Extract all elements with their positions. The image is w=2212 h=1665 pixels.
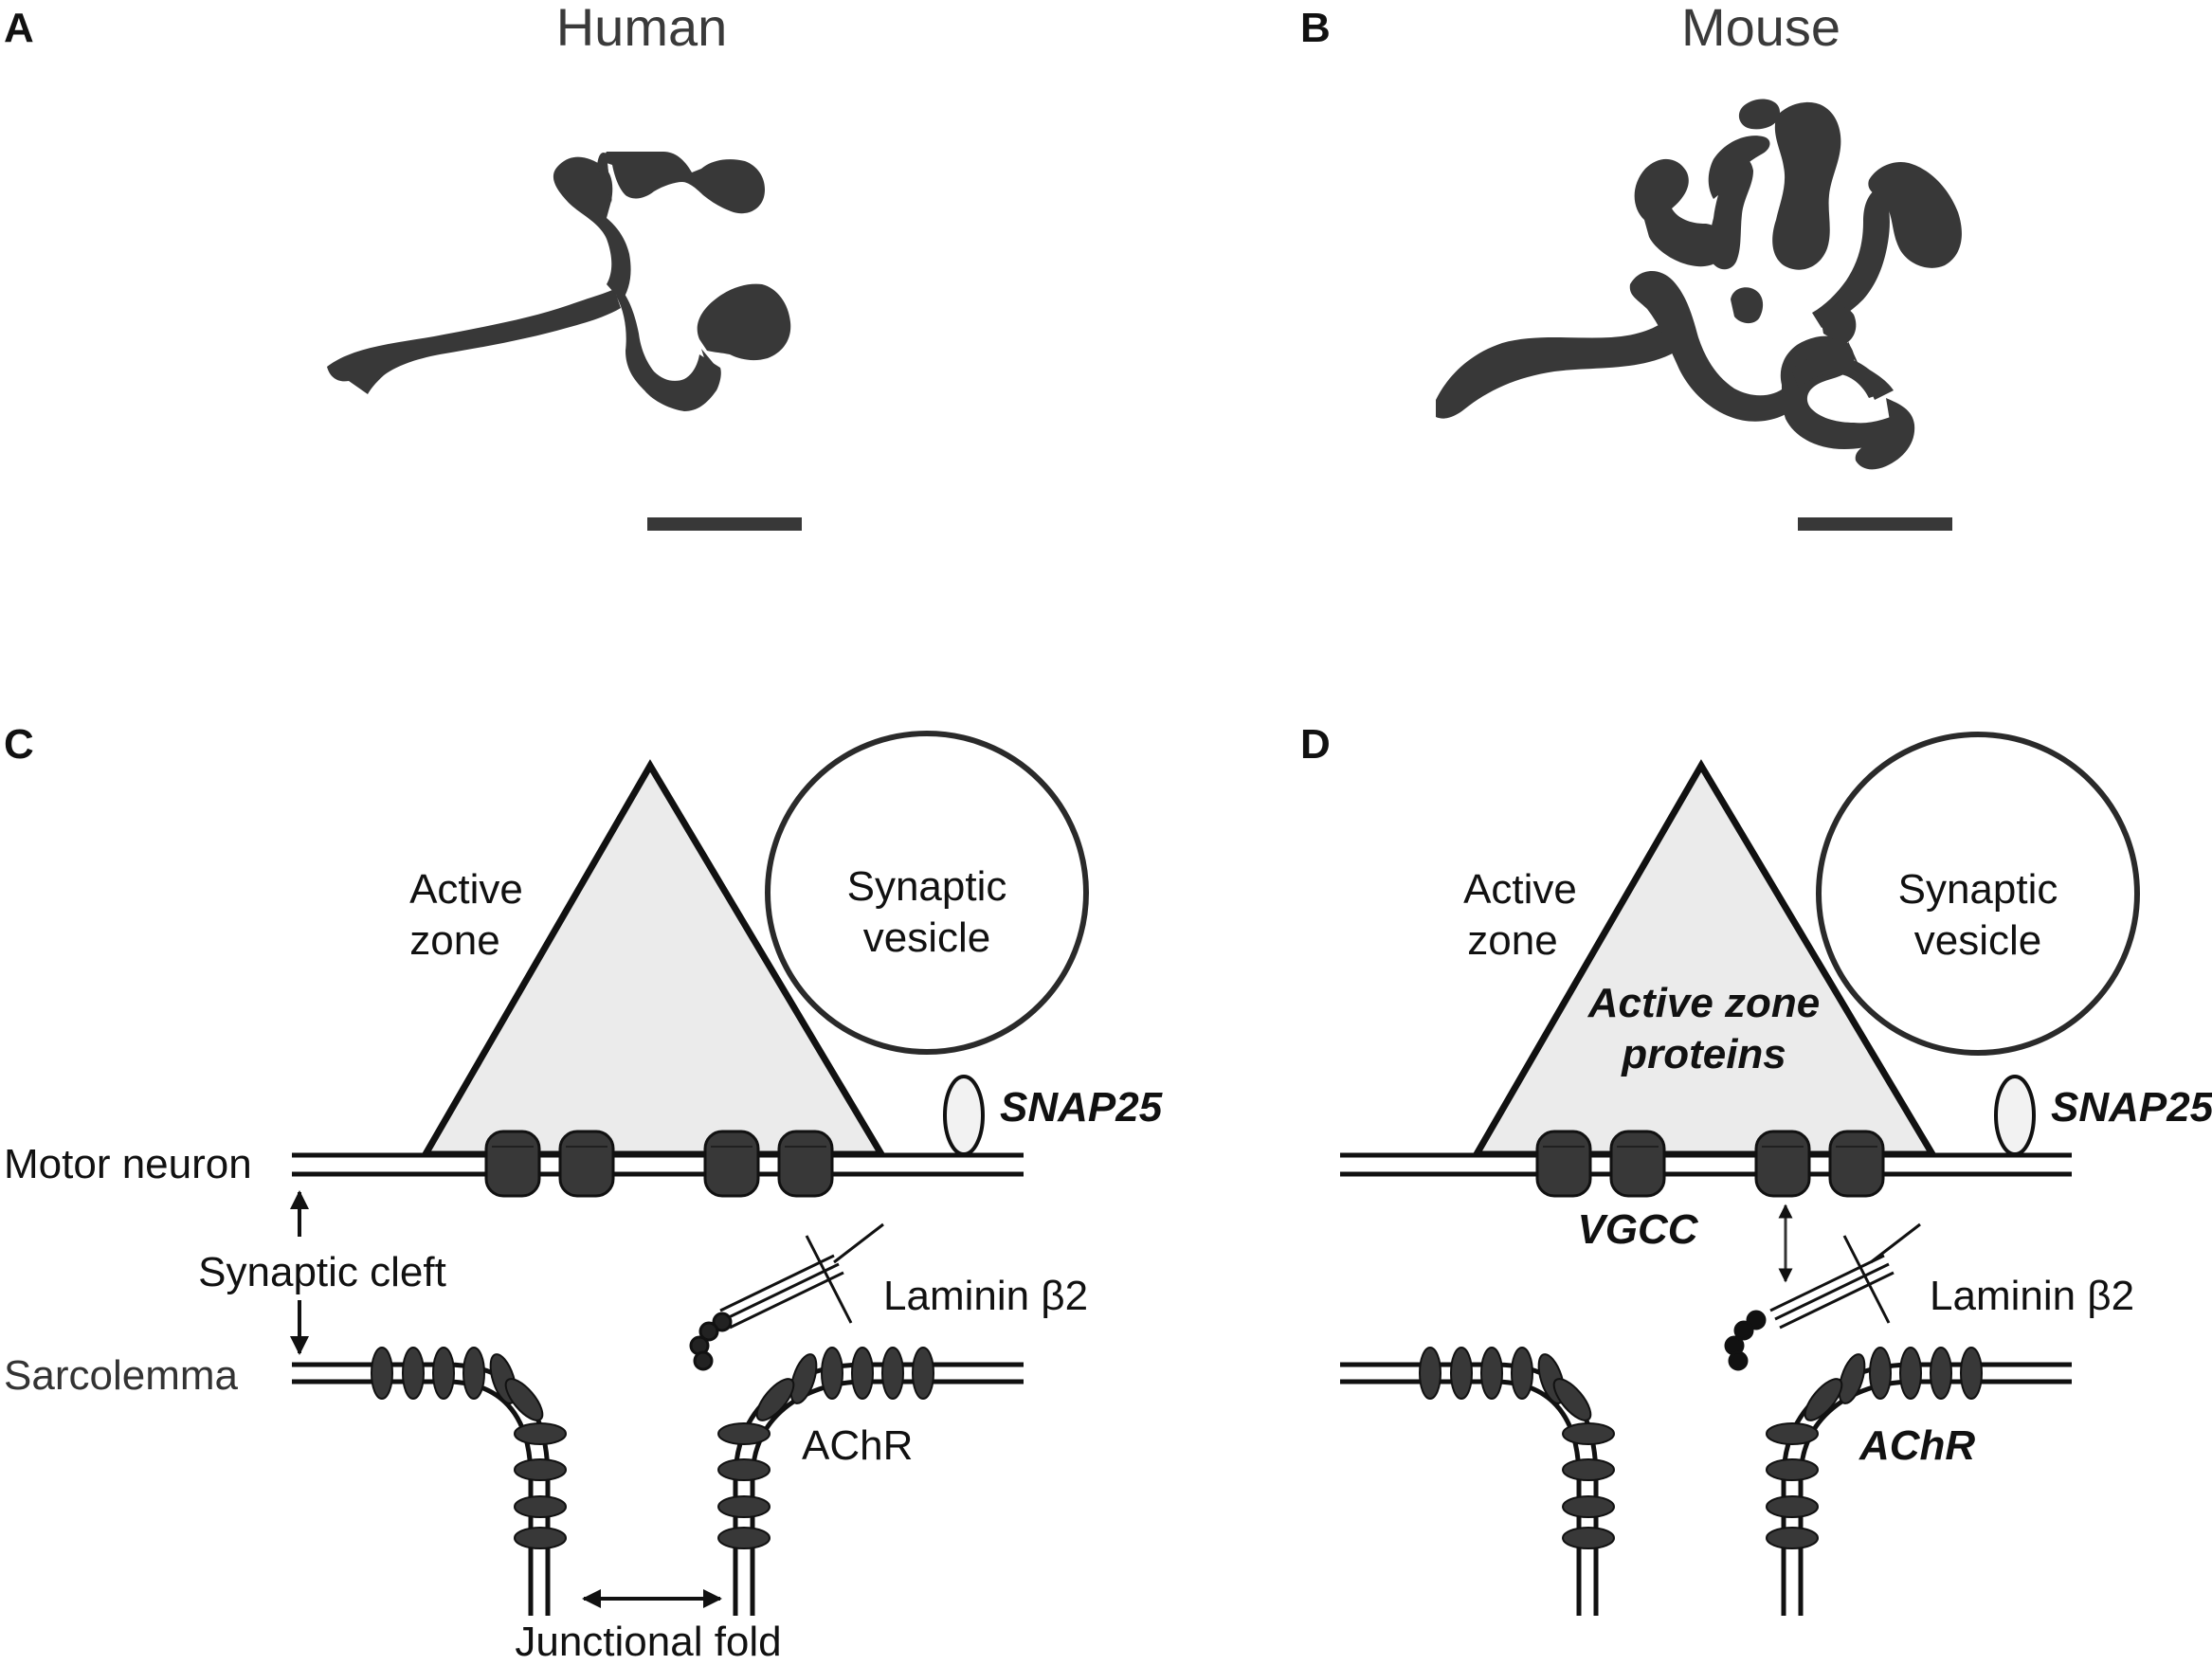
panel-a-title: Human [556, 0, 728, 57]
motor-neuron-label: Motor neuron [4, 1141, 252, 1187]
sarcolemma-membrane-c [292, 1362, 1024, 1616]
motor-neuron-membrane [292, 1152, 1024, 1177]
snap25-label-d: SNAP25 [2051, 1084, 2212, 1131]
panel-a-letter: A [4, 5, 34, 51]
active-zone-label-d-line1: Active [1463, 866, 1577, 913]
snap25-protein [943, 1075, 985, 1156]
snap25-label: SNAP25 [1000, 1084, 1163, 1131]
sarcolemma-label: Sarcolemma [4, 1352, 238, 1399]
panel-d-letter: D [1300, 721, 1331, 768]
laminin-label-c: Laminin β2 [883, 1273, 1088, 1319]
panel-a: A Human [4, 0, 802, 531]
laminin-beta2-d [1724, 1222, 1921, 1371]
human-nmj-shape [327, 152, 791, 411]
panel-c-letter: C [4, 721, 34, 768]
junctional-fold-label: Junctional fold [515, 1619, 781, 1665]
active-zone-proteins-line2: proteins [1621, 1031, 1786, 1077]
vgcc-label: VGCC [1577, 1206, 1698, 1253]
synaptic-vesicle-label-line2: vesicle [863, 914, 991, 961]
active-zone-proteins-line1: Active zone [1587, 980, 1821, 1026]
panel-b: B Mouse [1300, 0, 1962, 531]
sarcolemma-membrane-d [1340, 1362, 2072, 1616]
achr-label-d: AChR [1858, 1422, 1975, 1469]
synaptic-vesicle-d-line1: Synaptic [1898, 866, 2058, 913]
synaptic-vesicle-circle-d [1816, 732, 2140, 1056]
synaptic-vesicle-d-line2: vesicle [1914, 917, 2042, 964]
snap25-protein-d [1994, 1075, 2036, 1156]
synaptic-vesicle-label-line1: Synaptic [847, 863, 1007, 910]
synaptic-vesicle-circle [765, 731, 1089, 1055]
synaptic-cleft-label: Synaptic cleft [198, 1249, 446, 1295]
active-zone-label-line2: zone [409, 917, 499, 964]
panel-c: C Active zone Synaptic vesicle SNAP25 Mo… [4, 721, 1163, 1665]
laminin-beta2-c [689, 1222, 884, 1371]
panel-d: D Active zone Active zone proteins Synap… [1300, 721, 2212, 1616]
panel-b-title: Mouse [1681, 0, 1840, 57]
active-zone-label-d-line2: zone [1467, 917, 1557, 964]
laminin-label-d: Laminin β2 [1930, 1273, 2134, 1319]
active-zone-label-line1: Active [409, 866, 523, 913]
mouse-nmj-shape [1436, 99, 1962, 470]
motor-neuron-membrane-d [1340, 1152, 2072, 1177]
achr-label-c: AChR [802, 1422, 913, 1469]
panel-b-letter: B [1300, 5, 1331, 51]
